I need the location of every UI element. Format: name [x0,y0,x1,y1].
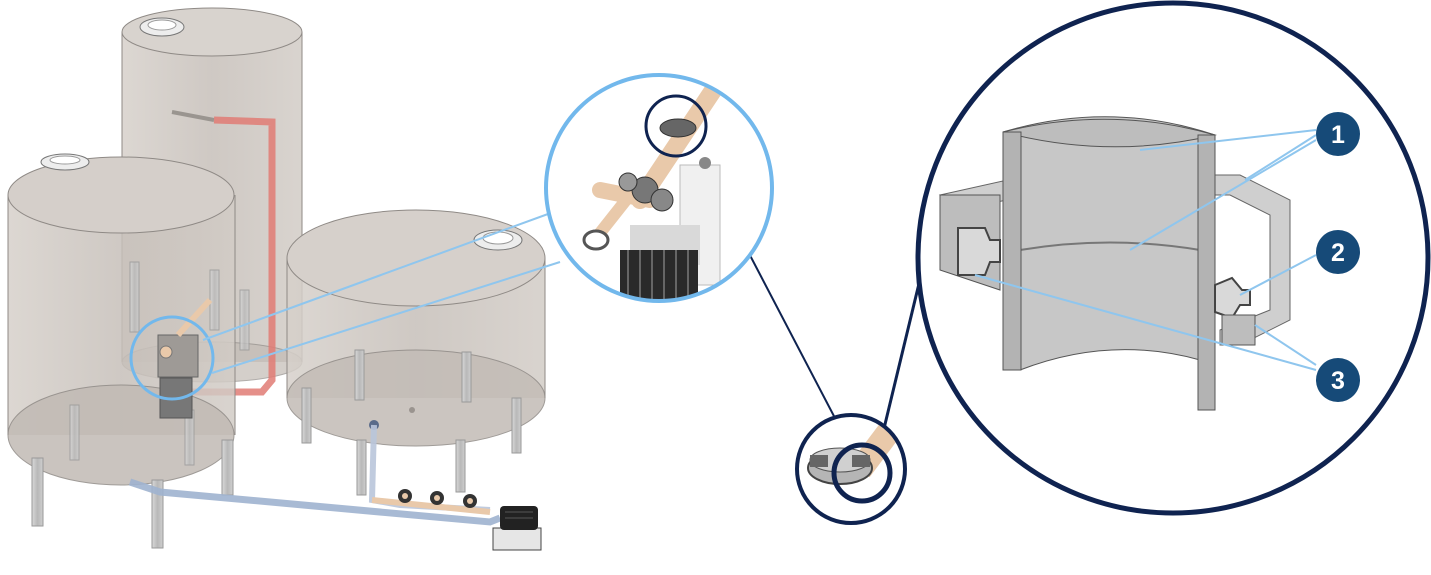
callout-badge-3: 3 [1316,358,1360,402]
zoom-circle-small [795,413,907,525]
callout-badge-1: 1 [1316,112,1360,156]
zoom-circle-medium [544,73,774,303]
zoom-marker-inner [644,94,708,158]
hot-water-pipe [190,116,276,396]
right-tank [286,209,546,496]
callout-number: 1 [1331,121,1345,149]
gasket-left [957,227,1001,276]
clamp-cross-section [938,116,1291,411]
heat-exchanger-icon [620,250,698,301]
zoom-connector-line [211,261,561,374]
pump-icon [492,506,542,551]
zoom-connector-line [202,213,549,341]
zoom-circle-large [915,0,1431,516]
leader-lines [974,129,1317,371]
tank-system [7,7,546,551]
callout-number: 3 [1331,367,1345,395]
callout-number: 2 [1331,239,1345,267]
zoom-marker-small [129,315,215,401]
callout-badge-2: 2 [1316,230,1360,274]
gasket-right [1214,276,1251,320]
cold-water-pipe [128,478,502,526]
zoom-marker-inner [831,442,893,504]
